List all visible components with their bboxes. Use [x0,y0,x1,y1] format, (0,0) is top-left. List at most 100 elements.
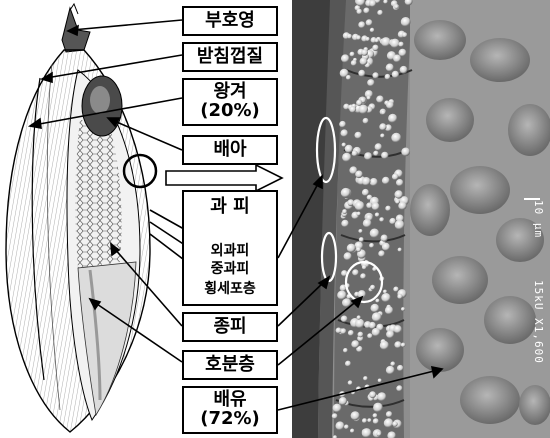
granule [372,45,378,51]
granule [370,285,375,290]
granule [372,203,380,211]
granule [373,418,379,424]
granule [341,316,348,323]
granule [372,72,378,78]
granule [397,365,403,371]
granule [393,55,401,63]
granule [401,17,411,27]
granule [351,60,357,66]
granule [351,340,359,348]
granule [367,333,372,338]
granule [392,71,399,78]
granule [355,132,362,139]
granule [348,330,354,336]
granule [344,425,349,430]
granule [332,413,338,419]
label-mesocarp-text: 중과피 [211,261,250,277]
granule [375,213,380,218]
granule [365,37,369,41]
granule [373,151,378,156]
granule [341,188,351,198]
granule [339,397,347,405]
granule [383,290,387,294]
granule [375,39,379,43]
label-cross-cell-layer: 횡세포층 [182,278,278,298]
granule [376,431,381,436]
granule [363,376,368,381]
granule [367,79,374,86]
granule [352,269,359,276]
granule [400,66,408,74]
granule [398,248,402,252]
granule [370,229,380,239]
granule [341,129,349,137]
granule [352,150,358,156]
granule [362,189,369,196]
granule [351,411,360,420]
granule [355,201,365,211]
granule [385,206,391,212]
label-seed-coat: 종피 [182,312,278,342]
granule [357,315,361,319]
granule [381,152,388,159]
granule [362,265,367,270]
granule [347,244,356,253]
granule [367,418,371,422]
granule [355,319,365,329]
granule [371,304,380,313]
granule [357,212,361,216]
granule [362,418,367,423]
granule [345,145,353,153]
granule [342,153,351,162]
granule [345,361,351,367]
granule [359,237,364,242]
label-hull-percent-value: (20%) [200,102,260,121]
granule [384,418,394,428]
granule [349,106,356,113]
granule [397,294,402,299]
granule [380,134,384,138]
granule [377,392,386,401]
granule [386,366,395,375]
granule [381,235,388,242]
granule [396,385,402,391]
granule [355,171,363,179]
granule [361,49,368,56]
granule [372,328,381,337]
granule [385,74,391,80]
granule [392,421,397,426]
granule [340,328,346,334]
granule [360,273,366,279]
granule [379,123,386,130]
granule [375,143,382,150]
granule [357,9,363,15]
granule [356,247,361,252]
granule [378,379,382,383]
granule [395,220,405,230]
granule [342,143,346,147]
granule [369,391,376,398]
granule [373,403,383,413]
granule [398,202,406,210]
granule [393,287,398,292]
label-hull-top-text: 부호영 [205,12,255,31]
granule [359,105,369,115]
granule [358,229,362,233]
granule [395,190,403,198]
label-hull-percent: 왕겨 (20%) [182,78,278,126]
granule [362,177,371,186]
label-endosperm-value: (72%) [200,410,260,429]
magnify-arrow [166,165,282,191]
granule [373,413,378,418]
label-pericarp-text: 과 피 [210,198,249,217]
granule [363,8,369,14]
granule [378,250,385,257]
granule [386,330,394,338]
granule [366,19,373,26]
granule [369,0,376,7]
granule [346,75,351,80]
sem-micrograph [292,0,550,438]
label-epicarp: 외과피 [182,240,278,260]
granule [348,380,353,385]
granule [390,39,400,49]
